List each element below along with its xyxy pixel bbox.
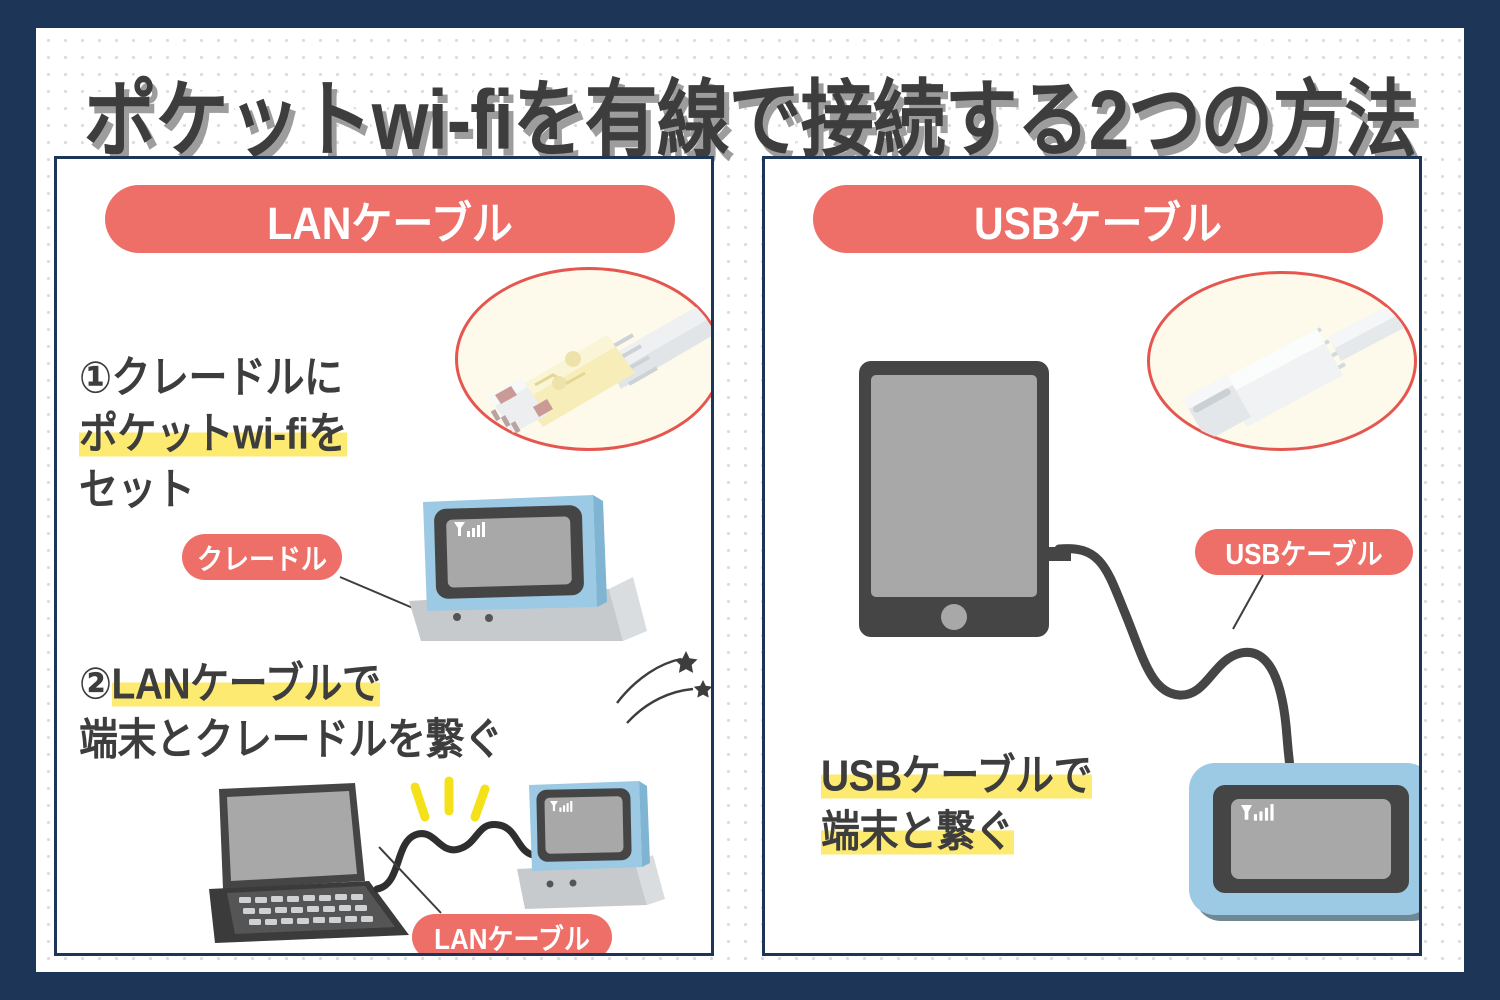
page-background: ポケットwi-fiを有線で接続する2つの方法 LANケーブル (36, 28, 1464, 972)
badge-lan-cable-label: LANケーブル (434, 922, 590, 956)
step2-line1-text: LANケーブルで (111, 660, 381, 709)
panel-lan-header-label: LANケーブル (267, 198, 513, 249)
usb-caption-line2-text: 端末と繋ぐ (821, 808, 1014, 857)
badge-usb-cable-label: USBケーブル (1225, 537, 1383, 571)
usb-caption-line1: USBケーブルで (821, 749, 1093, 805)
badge-cradle: クレードル (182, 534, 342, 580)
step2-number: ② (79, 660, 112, 709)
sparkle-stars-icon (616, 651, 711, 724)
step1-number: ① (79, 354, 112, 403)
panel-usb-header: USBケーブル (813, 185, 1383, 253)
usb-caption-line1-text: USBケーブルで (821, 752, 1093, 801)
step2-line2-text: 端末とクレードルを繋ぐ (79, 716, 503, 765)
page-title-container: ポケットwi-fiを有線で接続する2つの方法 (36, 58, 1464, 172)
usb-caption-text: USBケーブルで 端末と繋ぐ (821, 749, 1093, 861)
panel-lan-header: LANケーブル (105, 185, 675, 253)
badge-lan-cable: LANケーブル (412, 914, 612, 956)
badge-usb-cable: USBケーブル (1195, 529, 1413, 575)
badge-cradle-label: クレードル (197, 542, 328, 576)
page-title: ポケットwi-fiを有線で接続する2つの方法 (79, 68, 1422, 172)
badge-usb-cable-leader-line (1232, 574, 1264, 630)
panel-usb-header-label: USBケーブル (973, 198, 1223, 249)
step1-line1-text: クレードルに (111, 354, 344, 403)
step2-text: ②LANケーブルで 端末とクレードルを繋ぐ (79, 657, 503, 769)
lan-rj45-connector-icon (489, 285, 711, 434)
tablet-illustration (859, 361, 1071, 637)
usb-caption-line2: 端末と繋ぐ (821, 805, 1092, 861)
step1-line2: ポケットwi-fiを (79, 407, 347, 463)
pocket-wifi-flat-illustration (1189, 763, 1419, 921)
step1-text: ①クレードルに ポケットwi-fiを セット (79, 351, 347, 519)
usb-cable-illustration (1054, 544, 1296, 782)
panel-lan-cable: LANケーブル (54, 156, 714, 956)
badge-cradle-leader-line (339, 576, 421, 612)
step1-line1: ①クレードルに (79, 351, 347, 407)
step1-line3-text: セット (79, 466, 195, 515)
panel-usb-cable: USBケーブル (762, 156, 1422, 956)
step1-line2-text: ポケットwi-fiを (79, 410, 347, 459)
step1-line3: セット (79, 463, 347, 519)
laptop-lan-connection-illustration (209, 776, 665, 943)
pocket-wifi-in-cradle-illustration (409, 495, 647, 641)
step2-line2: 端末とクレードルを繋ぐ (79, 713, 503, 769)
badge-lan-cable-leader-line (378, 846, 442, 914)
step2-line1: ②LANケーブルで (79, 657, 503, 713)
usb-c-connector-icon (1183, 275, 1414, 441)
